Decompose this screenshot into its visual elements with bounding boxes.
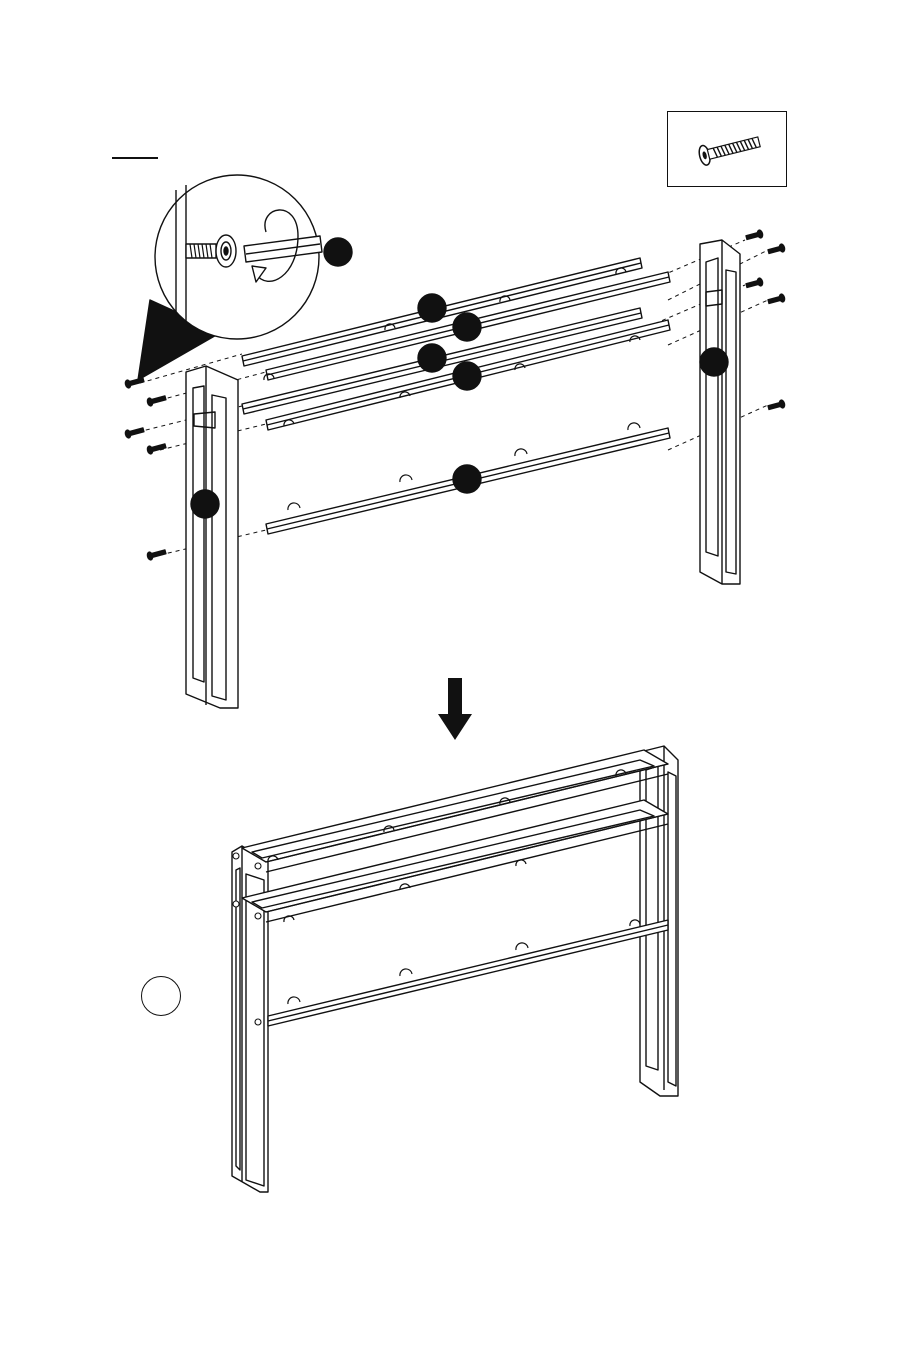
callout-hardware: [324, 238, 352, 266]
callout-rail-top-front: [418, 294, 446, 322]
right-frame: [700, 240, 740, 584]
callout-rail-mid-back: [453, 362, 481, 390]
callout-rail-mid-front: [418, 344, 446, 372]
assembled-frame: [232, 746, 678, 1192]
left-frame: [186, 366, 238, 708]
callout-right-frame: [700, 348, 728, 376]
callout-left-frame: [191, 490, 219, 518]
callout-rail-top-back: [453, 313, 481, 341]
arrow-down-icon: [438, 678, 472, 740]
assembled-right-leg: [640, 746, 678, 1096]
step-callout-circle: [141, 976, 181, 1016]
callout-rail-bottom: [453, 465, 481, 493]
